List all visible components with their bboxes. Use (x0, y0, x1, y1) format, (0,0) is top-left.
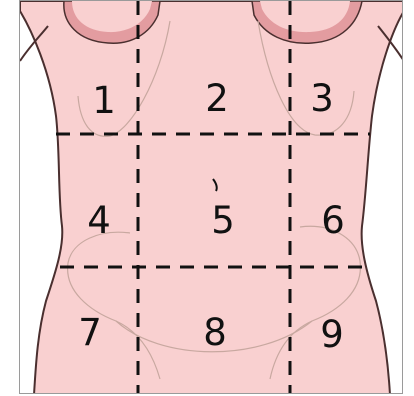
region-label-7: 7 (78, 311, 102, 354)
region-label-3: 3 (310, 77, 334, 120)
region-label-8: 8 (203, 311, 227, 354)
region-label-4: 4 (87, 199, 111, 242)
torso-illustration: 1 2 3 4 5 6 7 8 9 (20, 1, 403, 394)
region-label-6: 6 (321, 199, 345, 242)
region-label-2: 2 (205, 77, 229, 120)
abdomen-regions-diagram: 1 2 3 4 5 6 7 8 9 (19, 0, 403, 394)
region-label-9: 9 (320, 313, 344, 356)
region-label-5: 5 (211, 199, 235, 242)
region-label-1: 1 (92, 79, 116, 122)
